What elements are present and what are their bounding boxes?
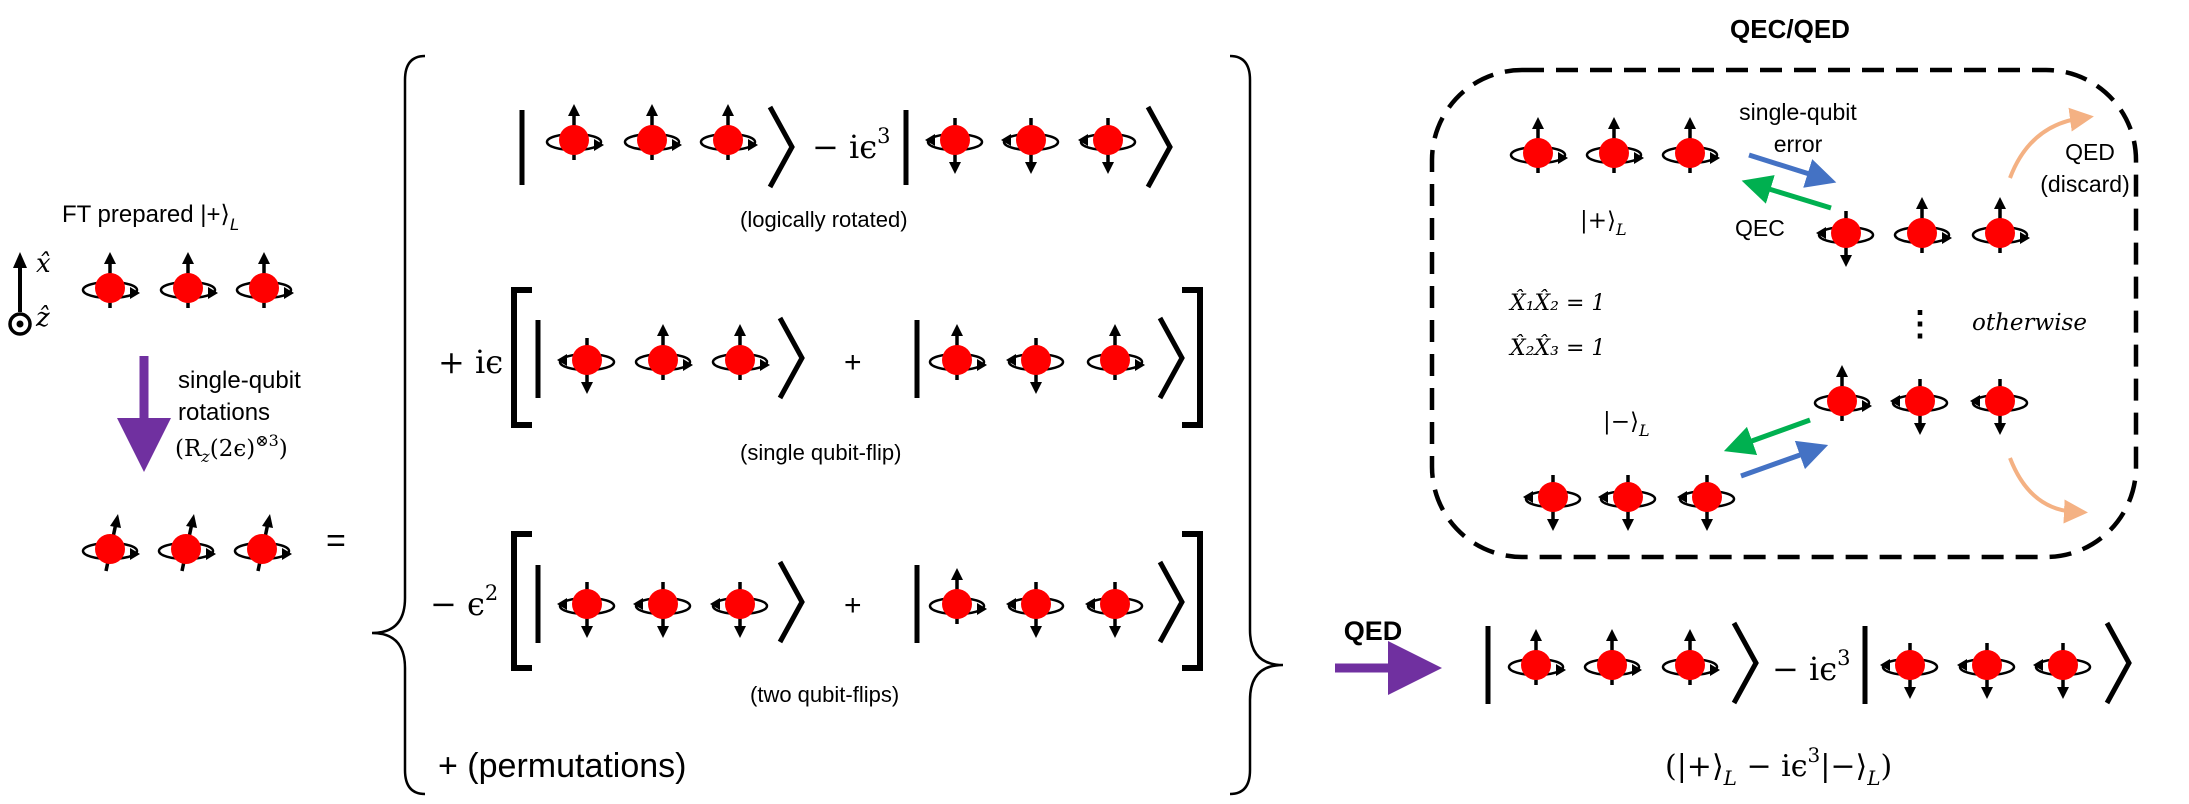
spin-up-icon <box>235 250 296 310</box>
spin-down-icon <box>1814 209 1875 269</box>
axis-z-label: ẑ <box>35 303 50 333</box>
spin-up-icon <box>1893 195 1954 255</box>
row2-coefficient: + iϵ <box>438 343 503 381</box>
qed-label-line2: (discard) <box>2040 171 2129 197</box>
spin-down-icon <box>1888 377 1949 437</box>
error-arrow <box>1748 152 1837 188</box>
stabilizer-1: X̂₁X̂₂ = 1 <box>1508 290 1605 316</box>
ket-two-flips-b <box>914 560 1185 644</box>
vdots: ⋮ <box>1903 304 1937 344</box>
row2-plus: + <box>844 346 862 379</box>
ket-single-flip-a <box>535 316 805 400</box>
qec-box <box>1429 67 2139 560</box>
result-ket-plus <box>1485 621 1759 705</box>
spin-down-icon <box>1968 377 2029 437</box>
row2-caption: (single qubit-flip) <box>740 440 901 465</box>
qec-arrow <box>1741 175 1832 211</box>
spin-up-icon <box>1971 195 2032 255</box>
result-qed-label: QED <box>1344 616 1403 646</box>
row1-coefficient: − iϵ3 <box>812 124 891 166</box>
rotation-label-line1: single-qubit <box>178 367 301 394</box>
spin-up-icon <box>1661 115 1722 175</box>
row3-plus: + <box>844 589 862 622</box>
permutations-label: + (permutations) <box>438 747 687 785</box>
plus-L-label: |+⟩L <box>1580 208 1627 239</box>
minus-L-label: |−⟩L <box>1603 409 1650 440</box>
ket-single-flip-b <box>914 316 1185 400</box>
prepared-label: FT prepared |+⟩L <box>62 201 239 234</box>
spin-up-icon <box>1585 115 1646 175</box>
left-brace <box>371 54 426 796</box>
spin-up-icon <box>1813 363 1874 423</box>
row2-right-bracket <box>1182 287 1203 428</box>
result-coefficient: − iϵ3 <box>1772 646 1851 688</box>
result-caption: (|+⟩L − iϵ3|−⟩L) <box>1665 743 1892 790</box>
spin-up-icon <box>1509 115 1570 175</box>
spin-up-icon <box>159 250 220 310</box>
ket-logical-plus <box>519 102 795 189</box>
row3-right-bracket <box>1182 531 1203 671</box>
spin-tilted-icon <box>81 512 142 573</box>
discard-arrow-lower <box>2008 457 2088 524</box>
ket-two-flips-a <box>535 560 805 644</box>
spin-tilted-icon <box>157 512 218 573</box>
spin-tilted-icon <box>233 512 294 573</box>
spin-down-icon <box>1675 473 1736 533</box>
spin-up-icon <box>81 250 142 310</box>
otherwise-label: otherwise <box>1972 310 2087 336</box>
spin-down-icon <box>1521 473 1582 533</box>
axis-x-label: x̂ <box>36 249 51 279</box>
error-label-line1: single-qubit <box>1739 99 1857 125</box>
rotation-label-line2: rotations <box>178 399 270 426</box>
qec-box-title: QEC/QED <box>1730 14 1850 44</box>
spin-down-icon <box>1596 473 1657 533</box>
error-label-line2: error <box>1774 131 1823 157</box>
axis-icon <box>8 252 32 336</box>
discard-arrow-upper <box>2008 107 2094 179</box>
result-ket-minus <box>1862 621 2132 705</box>
row2-left-bracket <box>511 287 532 428</box>
equals-sign: = <box>326 522 346 560</box>
qed-label-line1: QED <box>2065 139 2115 165</box>
ket-logical-minus <box>903 105 1173 189</box>
row1-caption: (logically rotated) <box>740 207 908 232</box>
stabilizer-2: X̂₂X̂₃ = 1 <box>1508 335 1605 361</box>
row3-left-bracket <box>511 531 532 671</box>
qec-label: QEC <box>1735 215 1785 241</box>
right-brace <box>1229 54 1284 796</box>
rotation-formula: (Rz(2ϵ)⊗3) <box>175 431 288 466</box>
row3-caption: (two qubit-flips) <box>750 682 899 707</box>
qec-arrow-lower <box>1723 417 1811 456</box>
row3-coefficient: − ϵ2 <box>430 581 498 623</box>
error-arrow-lower <box>1740 440 1829 479</box>
